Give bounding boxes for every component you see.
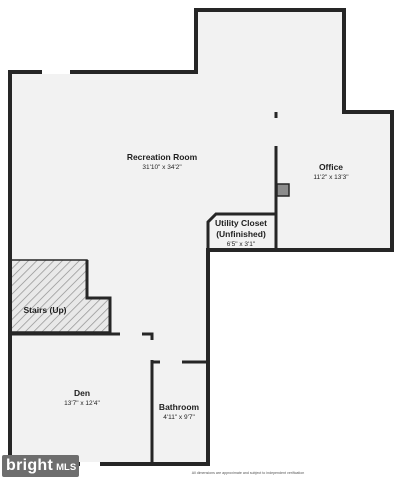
column [276,183,290,197]
recreation-room-label: Recreation Room 31'10" x 34'2" [127,152,197,172]
windows [42,70,100,466]
utility-closet-name: Utility Closet [215,218,267,228]
bathroom-label: Bathroom 4'11" x 9'7" [159,402,199,422]
disclaimer-footnote: All dimensions are approximate and subje… [191,471,305,475]
bathroom-dimensions: 4'11" x 9'7" [163,414,195,421]
utility-closet-label: Utility Closet (Unfinished) 6'5" x 3'1" [215,218,267,249]
den-dimensions: 13'7" x 12'4" [64,400,100,407]
den-label: Den 13'7" x 12'4" [64,388,100,408]
logo-suffix: MLS [56,462,77,473]
outer-walls [8,8,394,466]
office-name: Office [318,162,344,172]
office-label: Office 11'2" x 13'3" [313,162,348,182]
office-dimensions: 11'2" x 13'3" [313,174,349,181]
stairs-label: Stairs (Up) [24,305,67,316]
bathroom-name: Bathroom [158,402,200,412]
den-name: Den [73,388,91,398]
recreation-room-dimensions: 31'10" x 34'2" [142,164,182,171]
stairs-name: Stairs (Up) [23,305,67,315]
recreation-room-name: Recreation Room [126,152,198,162]
utility-closet-dimensions: 6'5" x 3'1" [226,241,256,248]
brightmls-logo: bright MLS [2,455,79,477]
utility-closet-subtitle: (Unfinished) [216,229,266,239]
floor-area [10,10,392,464]
logo-brand: bright [6,457,54,474]
door-openings [120,118,278,364]
